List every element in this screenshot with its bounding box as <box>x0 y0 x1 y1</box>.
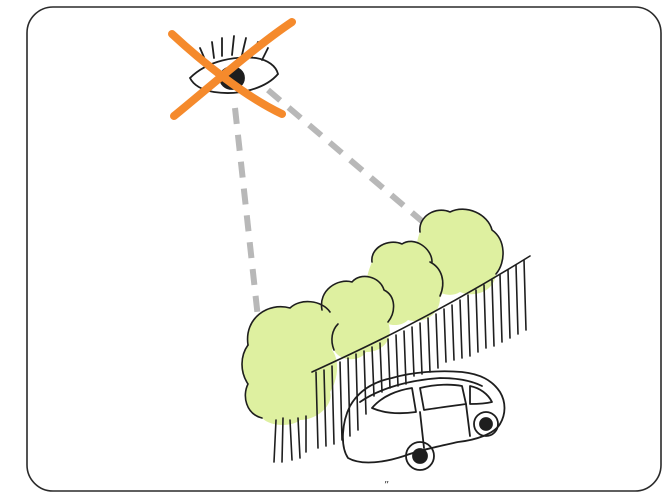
sightline-left <box>235 108 258 318</box>
car-icon <box>343 371 505 470</box>
bottom-mark: ” <box>384 480 389 491</box>
frame-border <box>27 7 661 491</box>
cross-mark-icon <box>172 22 292 116</box>
sightline-right <box>268 90 430 228</box>
car-window-mid <box>420 385 466 410</box>
car-window-rear <box>470 386 492 404</box>
